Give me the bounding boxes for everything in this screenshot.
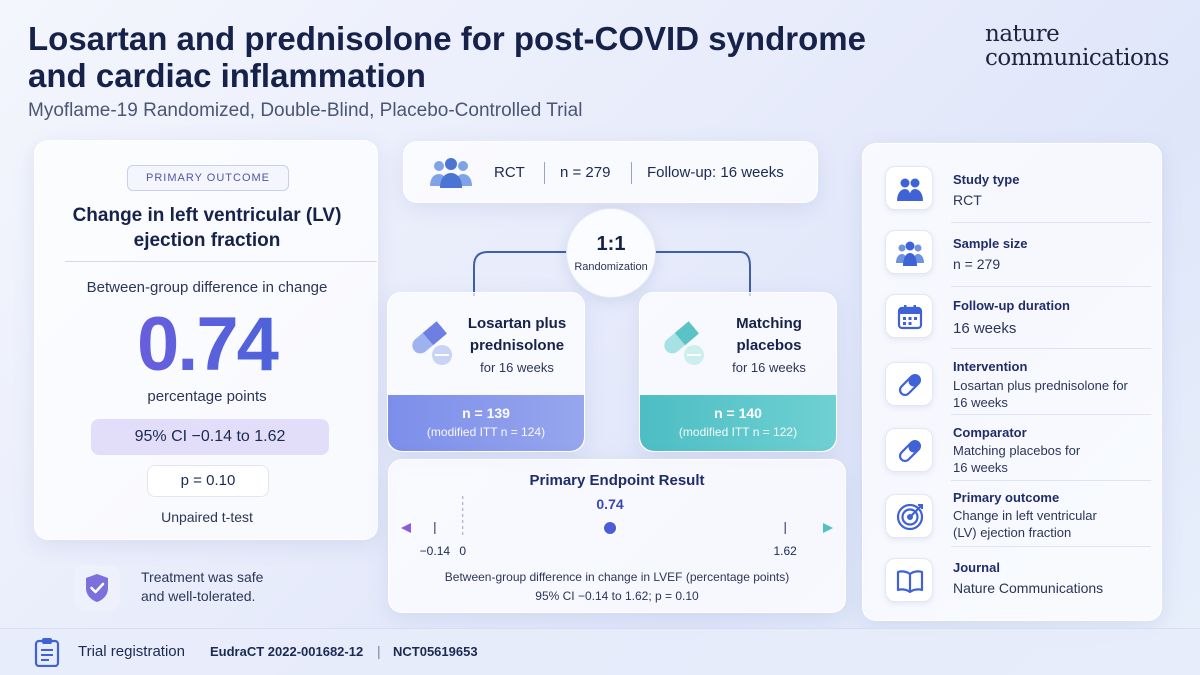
design-label: RCT xyxy=(494,164,525,181)
arm-duration: for 16 weeks xyxy=(732,360,806,375)
arm-duration: for 16 weeks xyxy=(480,360,554,375)
study-info-card: Study type RCT Sample size n = 279 Follo… xyxy=(862,143,1162,621)
separator xyxy=(631,162,632,184)
arm-n: n = 139 xyxy=(462,405,510,421)
people-group-icon xyxy=(430,158,472,188)
estimate-label: 0.74 xyxy=(596,496,623,512)
study-info-item-study-type: Study type RCT xyxy=(885,166,1147,216)
arm-sample-size: n = 139 (modified ITT n = 124) xyxy=(388,395,584,451)
endpoint-title: Primary Endpoint Result xyxy=(529,472,705,489)
arm-name: Losartan plus prednisolone xyxy=(467,315,567,354)
calendar-icon xyxy=(885,294,933,338)
primary-endpoint-card: Primary Endpoint Result 0.74 −0.14 0 1.6… xyxy=(388,459,846,613)
primary-outcome-card: PRIMARY OUTCOME Change in left ventricul… xyxy=(34,140,378,540)
journal-logo-line1: nature xyxy=(985,21,1060,47)
primary-outcome-tag: PRIMARY OUTCOME xyxy=(127,165,289,191)
metric-label: Between-group difference in change xyxy=(86,279,328,296)
tick-label-ci-high: 1.62 xyxy=(774,544,798,558)
people-pair-icon xyxy=(885,166,933,210)
randomization-ratio: 1:1 xyxy=(596,233,626,255)
arm-itt: (modified ITT n = 122) xyxy=(678,425,798,439)
axis-arrow-left xyxy=(401,523,411,533)
sample-size-label: n = 279 xyxy=(560,164,611,181)
tick-label-ci-low: −0.14 xyxy=(420,544,451,558)
divider xyxy=(951,348,1151,349)
people-group-icon xyxy=(885,230,933,274)
pill-capsule-icon xyxy=(412,321,452,365)
randomization-badge: 1:1 Randomization xyxy=(566,208,656,298)
separator xyxy=(544,162,545,184)
study-info-label: Journal xyxy=(953,560,1000,575)
nct-number: NCT05619653 xyxy=(393,644,478,659)
randomization-label: Randomization xyxy=(574,261,648,273)
study-info-label: Comparator xyxy=(953,425,1027,440)
footer-separator: | xyxy=(377,643,381,659)
safety-note: Treatment was safe and well-tolerated. xyxy=(141,569,264,604)
study-info-item-comparator: Comparator Matching placebos for 16 week… xyxy=(885,422,1147,478)
pill-icon xyxy=(885,362,933,406)
estimate-point xyxy=(602,520,619,536)
confidence-interval-badge: 95% CI −0.14 to 1.62 xyxy=(91,419,329,455)
arm-placebo: Matching placebos for 16 weeks n = 140 (… xyxy=(639,292,837,452)
study-info-item-journal: Journal Nature Communications xyxy=(885,556,1147,606)
divider xyxy=(951,480,1151,481)
arm-losartan-prednisolone: Losartan plus prednisolone for 16 weeks … xyxy=(387,292,585,452)
divider xyxy=(65,261,377,262)
study-info-value: Matching placebos for 16 weeks xyxy=(953,443,1081,475)
target-icon xyxy=(885,494,933,538)
tick-label-zero: 0 xyxy=(459,544,466,558)
arm-itt: (modified ITT n = 124) xyxy=(426,425,546,439)
study-info-value: 16 weeks xyxy=(953,320,1017,337)
page-title: Losartan and prednisolone for post-COVID… xyxy=(28,20,866,94)
axis-arrow-right xyxy=(823,523,833,533)
forest-plot: 0.74 −0.14 0 1.62 xyxy=(401,496,833,558)
study-info-label: Follow-up duration xyxy=(953,298,1070,313)
study-info-item-sample-size: Sample size n = 279 xyxy=(885,230,1147,280)
journal-logo-line2: communications xyxy=(985,45,1170,71)
study-info-item-primary-outcome: Primary outcome Change in left ventricul… xyxy=(885,488,1147,546)
statistical-test: Unpaired t-test xyxy=(161,509,253,525)
study-info-label: Study type xyxy=(953,172,1020,187)
divider xyxy=(951,222,1151,223)
page-subtitle: Myoflame-19 Randomized, Double-Blind, Pl… xyxy=(28,100,583,121)
footer-label: Trial registration xyxy=(78,643,185,660)
study-info-label: Intervention xyxy=(953,359,1028,374)
arm-name: Matching placebos xyxy=(736,315,802,354)
study-info-value: Change in left ventricular (LV) ejection… xyxy=(953,508,1097,540)
divider xyxy=(951,546,1151,547)
endpoint-ci-caption: 95% CI −0.14 to 1.62; p = 0.10 xyxy=(535,589,699,603)
study-info-value: Losartan plus prednisolone for 16 weeks xyxy=(953,378,1128,410)
eudract-number: EudraCT 2022-001682-12 xyxy=(210,644,364,659)
study-info-label: Sample size xyxy=(953,236,1028,251)
p-value-badge: p = 0.10 xyxy=(147,465,269,497)
study-info-item-followup: Follow-up duration 16 weeks xyxy=(885,294,1147,344)
clipboard-icon xyxy=(34,638,60,667)
study-info-label: Primary outcome xyxy=(953,490,1060,505)
book-icon xyxy=(885,558,933,602)
primary-outcome-title: Change in left ventricular (LV) ejection… xyxy=(72,205,342,251)
study-info-value: Nature Communications xyxy=(953,580,1104,596)
pill-capsule-icon xyxy=(664,321,704,365)
shield-check-icon xyxy=(74,565,120,611)
study-info-value: RCT xyxy=(953,192,982,208)
study-info-value: n = 279 xyxy=(953,256,1001,272)
divider xyxy=(951,286,1151,287)
study-info-item-intervention: Intervention Losartan plus prednisolone … xyxy=(885,356,1147,412)
arm-sample-size: n = 140 (modified ITT n = 122) xyxy=(640,395,836,451)
journal-logo: nature communications xyxy=(985,21,1170,71)
study-summary-bar: RCT n = 279 Follow-up: 16 weeks xyxy=(403,141,818,203)
primary-outcome-value: 0.74 xyxy=(42,301,372,388)
value-unit: percentage points xyxy=(147,388,267,405)
endpoint-caption: Between-group difference in change in LV… xyxy=(444,570,790,584)
trial-registration-footer: Trial registration EudraCT 2022-001682-1… xyxy=(0,628,1200,675)
pill-icon xyxy=(885,428,933,472)
followup-label: Follow-up: 16 weeks xyxy=(647,164,784,181)
arm-n: n = 140 xyxy=(714,405,762,421)
divider xyxy=(951,414,1151,415)
